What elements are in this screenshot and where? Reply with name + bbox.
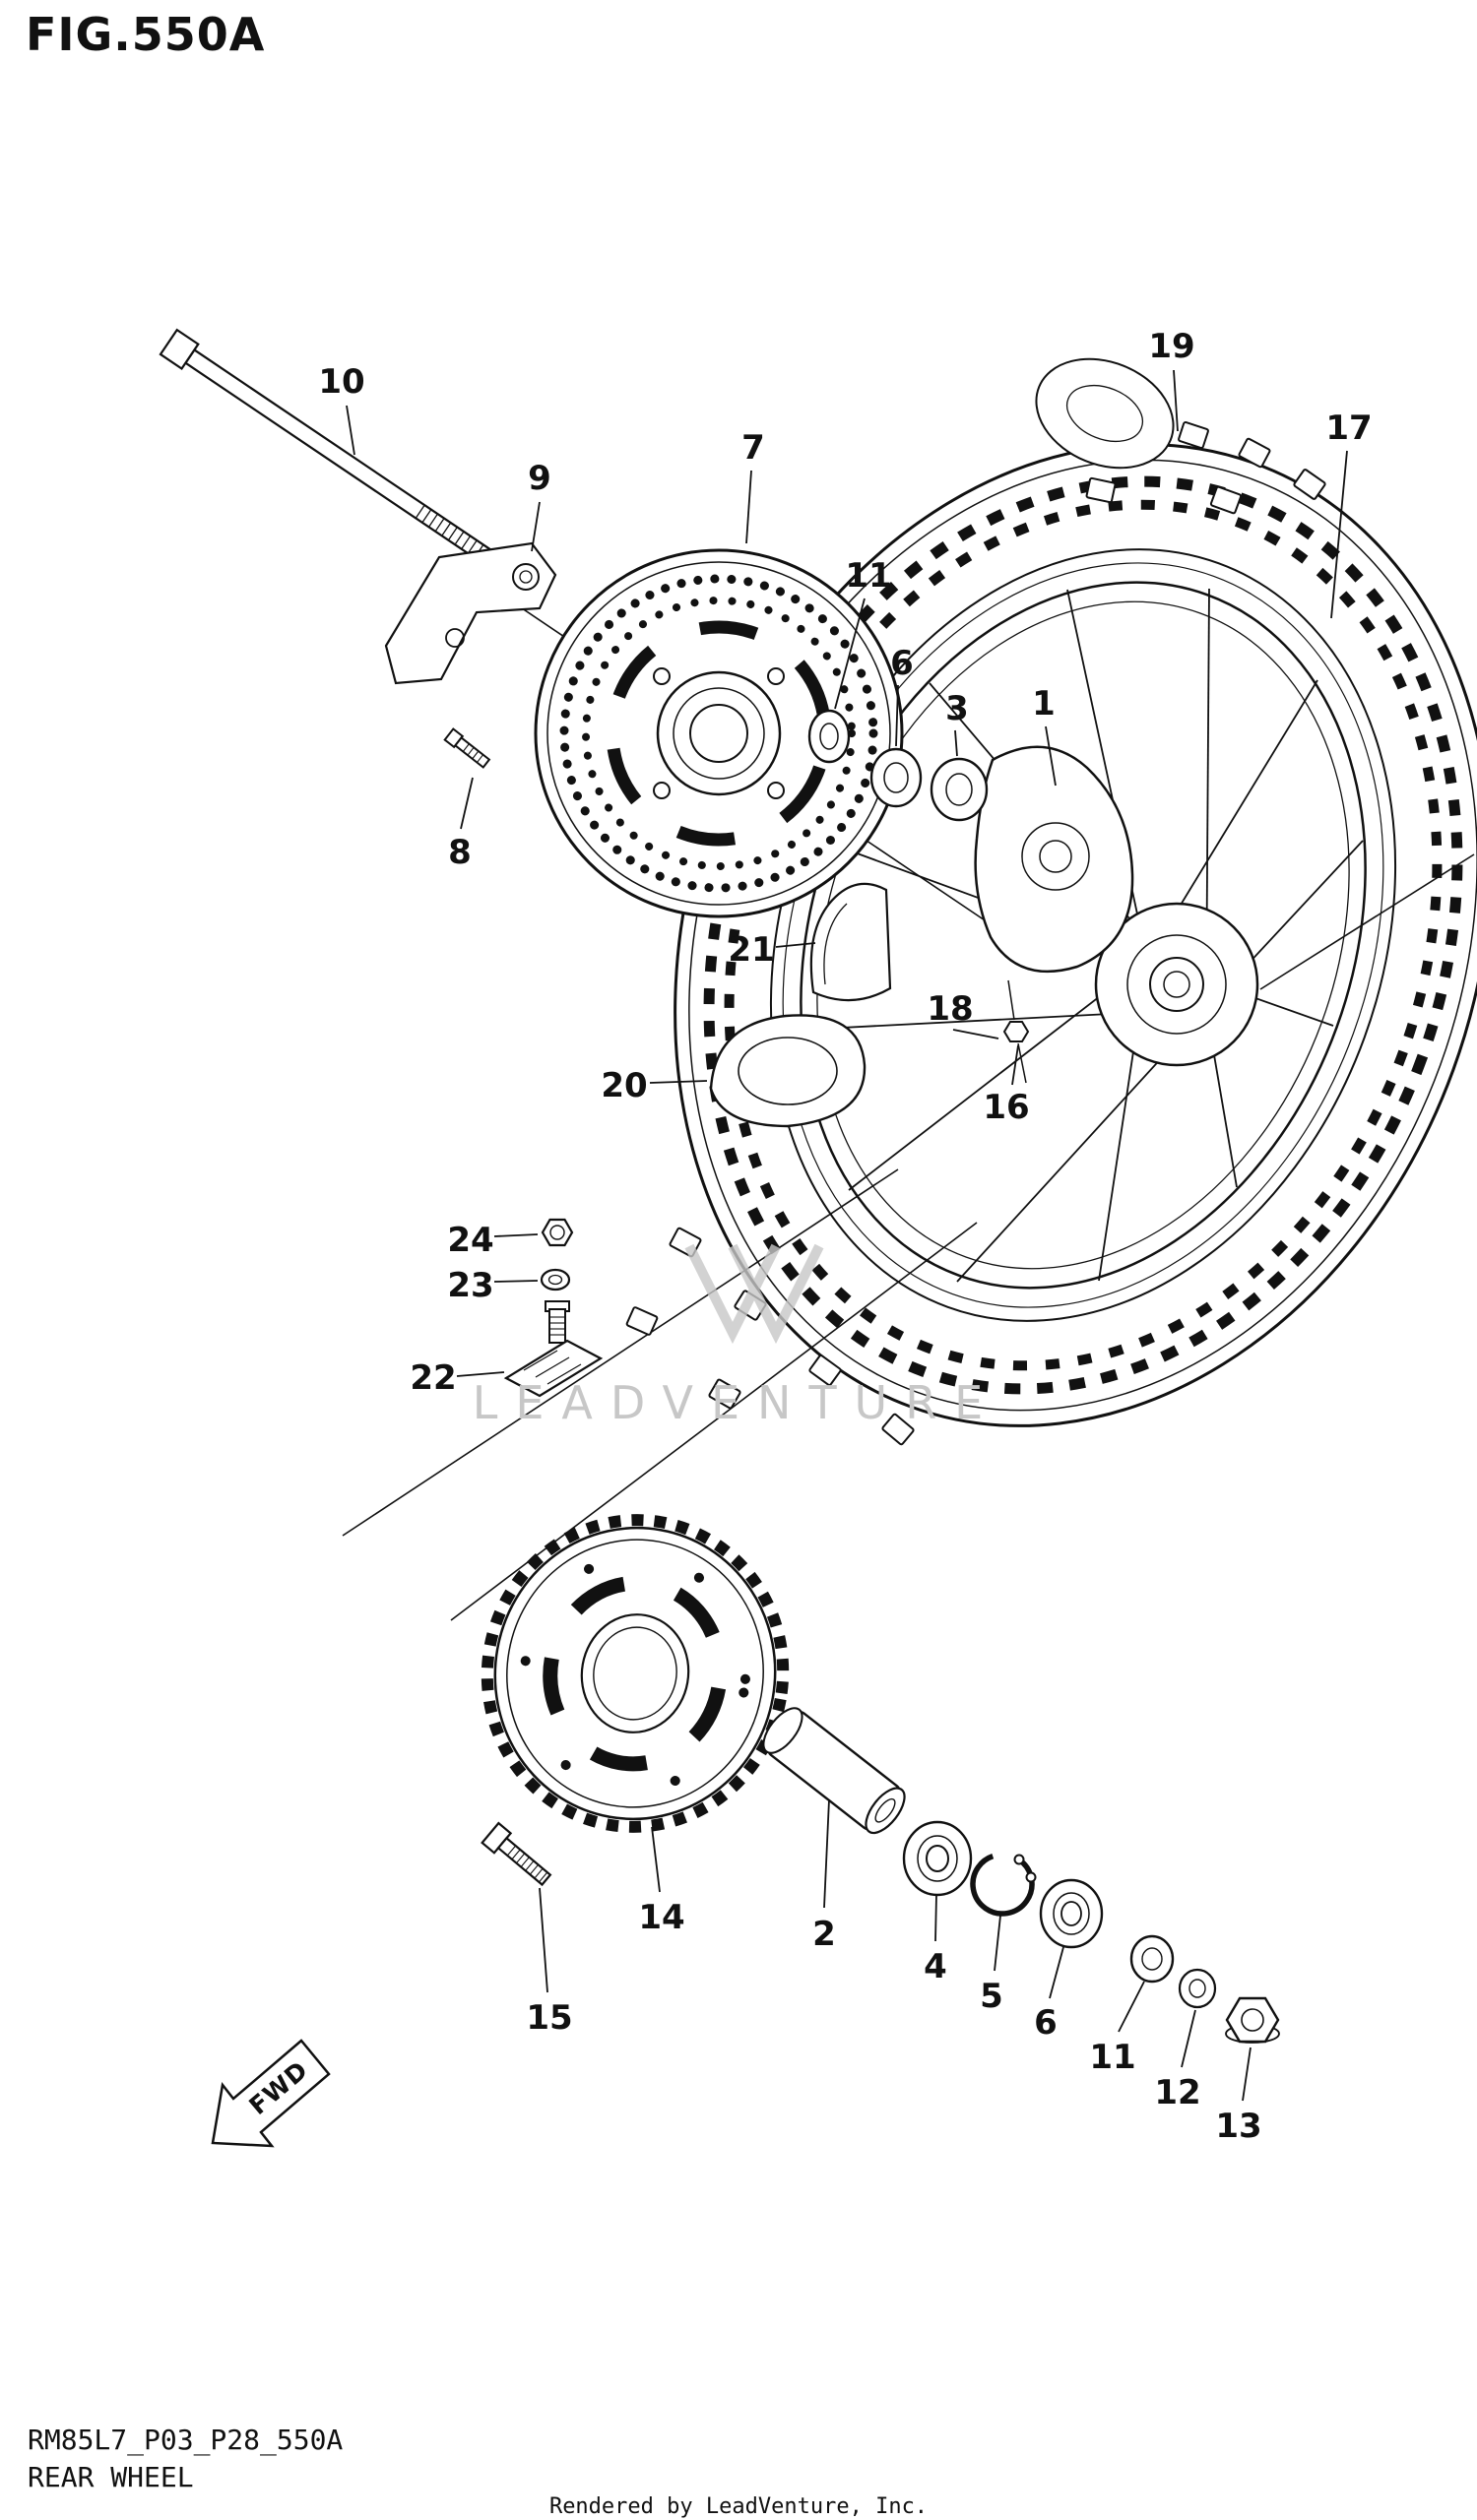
flap-21 — [809, 882, 892, 1002]
leader-line-6 — [1049, 1946, 1064, 1999]
leader-line-12 — [1181, 2009, 1196, 2068]
watermark-logo — [684, 1243, 824, 1345]
snap-ring-5 — [970, 1852, 1037, 1917]
leader-line-24 — [493, 1233, 539, 1237]
leader-line-16 — [1011, 1044, 1019, 1086]
buffer-20 — [709, 1014, 867, 1128]
leader-lines — [346, 369, 1348, 2102]
leader-line-2 — [823, 1798, 830, 1909]
footer-credit: Rendered by LeadVenture, Inc. — [548, 2494, 929, 2519]
leader-line-15 — [539, 1887, 548, 1993]
chain-adjuster-bracket — [384, 541, 557, 685]
bolt-8 — [443, 727, 491, 769]
bearing-4 — [902, 1820, 973, 1897]
leader-line-11 — [1118, 1981, 1145, 2033]
washer-23 — [540, 1268, 571, 1292]
washer-11-upper — [807, 709, 851, 764]
leader-line-21 — [775, 942, 816, 948]
spacer-2 — [762, 1707, 906, 1835]
watermark: LEADVENTURE — [472, 1376, 1001, 1429]
tire-cutaway — [1035, 357, 1175, 470]
leader-line-5 — [994, 1915, 1001, 1972]
rim-lock-22 — [503, 1300, 604, 1398]
footer-figure-name: REAR WHEEL — [28, 2461, 194, 2493]
leader-line-23 — [493, 1280, 539, 1283]
footer-part-code: RM85L7_P03_P28_550A — [28, 2424, 344, 2456]
rear-axle — [159, 328, 508, 575]
figure-title: FIG.550A — [26, 8, 266, 61]
leader-line-4 — [934, 1893, 937, 1942]
nut-24 — [541, 1218, 574, 1247]
fwd-arrow — [211, 2039, 331, 2148]
axle-nut-13 — [1225, 1996, 1280, 2044]
leader-line-17 — [1330, 450, 1348, 619]
washer-11-lower — [1129, 1934, 1175, 1984]
bolt-15 — [481, 1821, 552, 1887]
wheel-hub — [1094, 902, 1259, 1067]
leader-line-8 — [460, 777, 474, 830]
spacer-3 — [930, 757, 989, 822]
leader-line-22 — [456, 1371, 505, 1377]
rear-wheel — [625, 357, 1477, 1446]
leader-line-11 — [834, 598, 866, 710]
leader-line-1 — [1045, 725, 1057, 787]
brake-panel — [974, 745, 1134, 974]
leader-line-7 — [745, 470, 752, 544]
bearing-6-lower — [1039, 1878, 1104, 1949]
leader-line-13 — [1242, 2047, 1252, 2102]
construction-lines — [342, 562, 1475, 1621]
leader-line-10 — [346, 405, 355, 456]
leader-line-9 — [531, 501, 541, 552]
leader-line-19 — [1173, 369, 1179, 432]
sprocket-14 — [481, 1514, 790, 1833]
leader-line-14 — [651, 1826, 661, 1893]
leader-line-3 — [954, 729, 958, 757]
washer-12 — [1178, 1968, 1217, 2009]
brake-disc — [534, 548, 904, 918]
leader-line-18 — [952, 1029, 999, 1040]
leader-line-6 — [895, 684, 899, 747]
bearing-6-upper — [869, 747, 923, 808]
spoke-nipple — [1002, 979, 1030, 1084]
leader-line-20 — [649, 1080, 708, 1084]
